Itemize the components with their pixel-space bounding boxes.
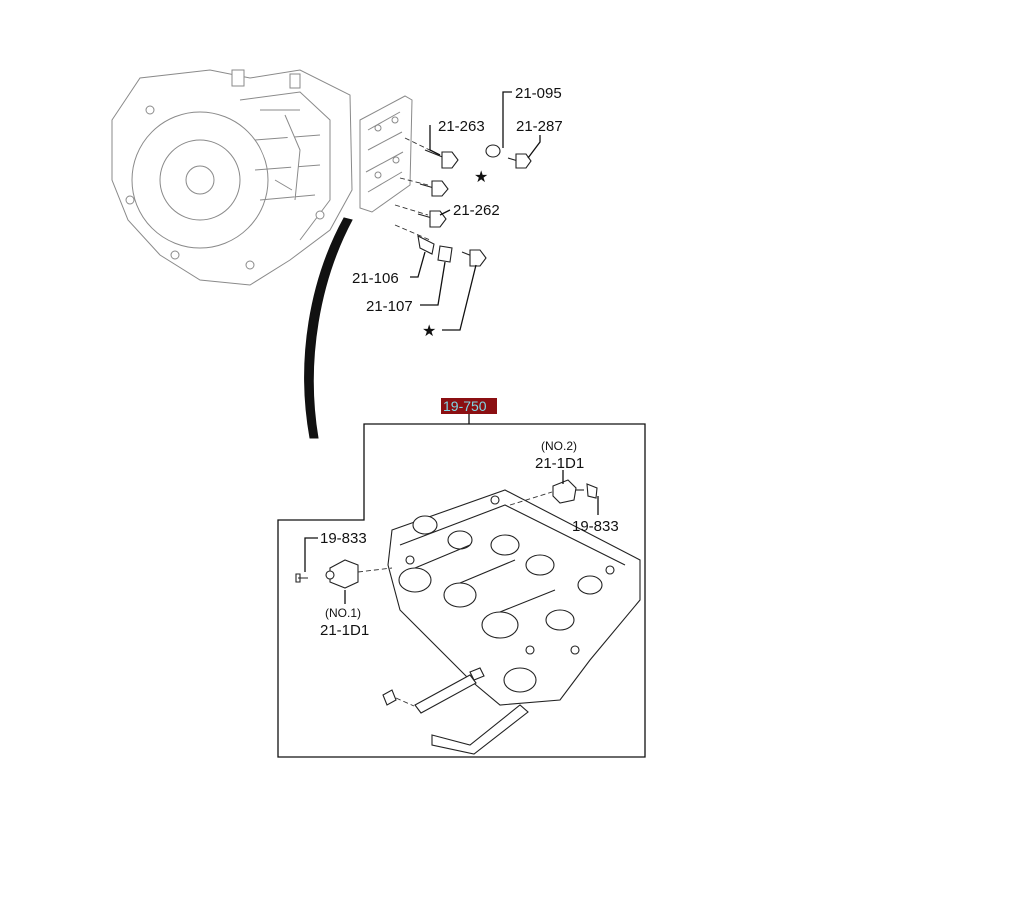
label-21-095: 21-095 xyxy=(515,85,562,102)
solenoid-no1 xyxy=(295,559,359,589)
bolt-21-287 xyxy=(507,153,532,169)
star-marker-lower: ★ xyxy=(422,321,436,340)
bolt-21-263 xyxy=(424,149,459,169)
valve-body-frame xyxy=(277,423,646,758)
label-21-1d1-bottom: 21-1D1 xyxy=(320,622,369,639)
label-21-263: 21-263 xyxy=(438,118,485,135)
side-cover-plate xyxy=(359,95,413,213)
bolt-star-lower xyxy=(461,249,487,267)
valve-body xyxy=(387,489,641,706)
label-no1: (NO.1) xyxy=(325,606,361,620)
star-marker-upper: ★ xyxy=(474,167,488,186)
manual-valve-rod xyxy=(382,667,529,755)
bolt-star-upper xyxy=(419,180,449,197)
plate-21-107 xyxy=(437,245,453,263)
label-21-107: 21-107 xyxy=(366,298,413,315)
callout-curve xyxy=(304,217,353,439)
plug-21-095 xyxy=(485,144,501,158)
solenoid-no2 xyxy=(552,479,598,504)
label-21-287: 21-287 xyxy=(516,118,563,135)
label-21-1d1-top: 21-1D1 xyxy=(535,455,584,472)
label-19-750[interactable]: 19-750 xyxy=(443,398,487,414)
label-21-262: 21-262 xyxy=(453,202,500,219)
bolt-21-262 xyxy=(417,210,447,228)
label-19-833-left: 19-833 xyxy=(320,530,367,547)
highlight-19-750-bg xyxy=(441,398,497,414)
label-19-833-right: 19-833 xyxy=(572,518,619,535)
label-no2: (NO.2) xyxy=(541,439,577,453)
clip-21-106 xyxy=(417,235,435,255)
label-21-106: 21-106 xyxy=(352,270,399,287)
transmission-case xyxy=(111,69,353,286)
